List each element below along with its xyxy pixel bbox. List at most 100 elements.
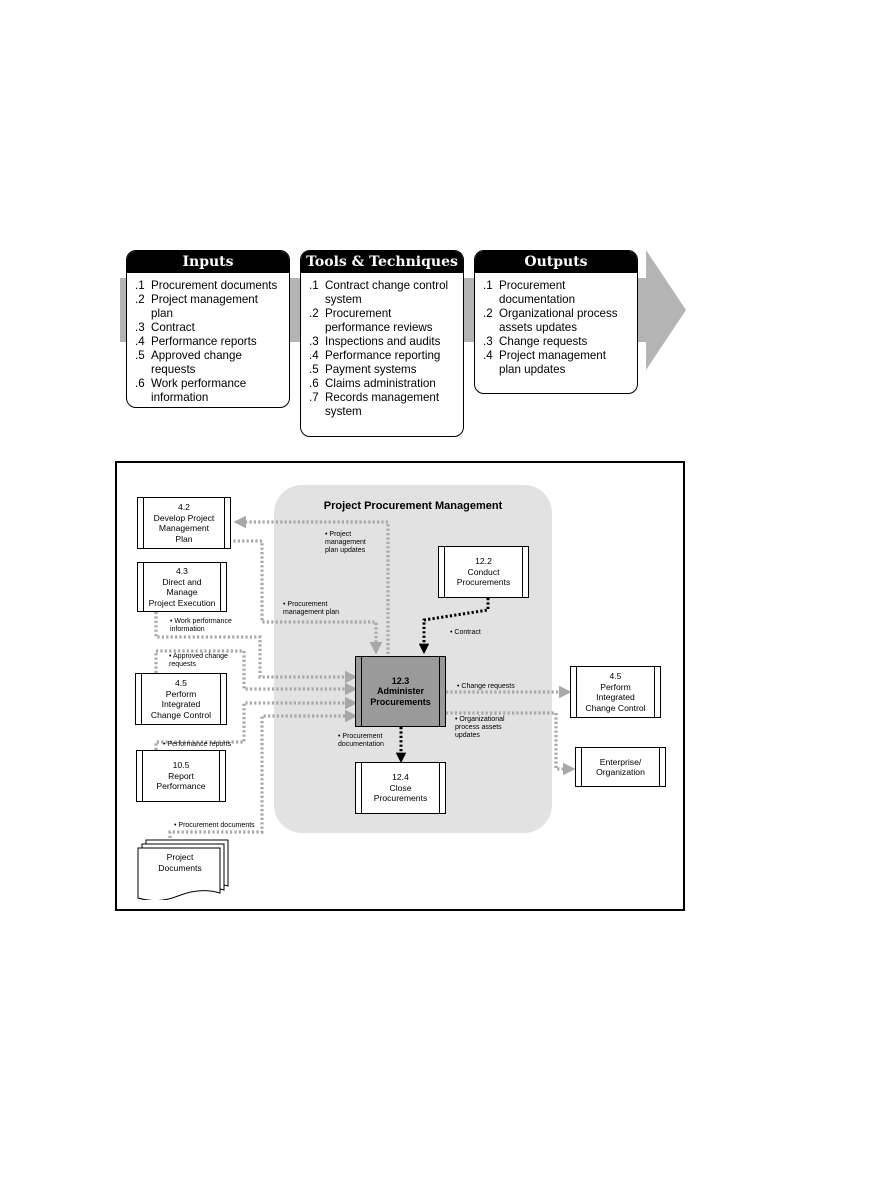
text-line: documentation	[338, 741, 384, 749]
input-item-text: Contract	[151, 321, 195, 334]
output-item-text: Change requests	[499, 335, 588, 348]
text-line: Perform	[165, 688, 197, 699]
flow-proc-mgmt-plan	[229, 539, 383, 655]
text-line: 4.5	[175, 678, 187, 688]
tool-item-text: Payment systems	[325, 363, 417, 376]
text-line: • Procurement documents	[174, 822, 255, 829]
output-item: .2 Organizational process assets updates	[483, 307, 631, 335]
text-line: • Change requests	[457, 683, 515, 690]
text-line: Manage	[166, 587, 198, 597]
input-item-number: .1	[135, 279, 145, 292]
input-item-text: Project management plan	[151, 293, 258, 320]
text-line: Integrated	[161, 699, 201, 709]
output-item-number: .1	[483, 279, 493, 292]
project-documents-icon	[137, 839, 229, 900]
text-line: information	[170, 626, 205, 634]
text-line: Conduct	[467, 566, 500, 577]
flow-proc-documents	[168, 709, 358, 838]
flow-perf-reports	[154, 696, 358, 750]
tool-item-text: Contract change control system	[325, 279, 449, 306]
text-line: 12.2	[475, 556, 492, 567]
tool-item-text: Records management system	[325, 391, 440, 418]
text-line: Enterprise/	[599, 756, 642, 767]
text-line: • Project	[325, 531, 352, 538]
input-item: .2 Project management plan	[135, 293, 283, 321]
text-line: plan updates	[325, 547, 366, 555]
text-line: Close	[389, 782, 412, 793]
input-item-text: Performance reports	[151, 335, 257, 348]
text-line: Plan	[175, 533, 193, 544]
label-change-requests: • Change requests	[457, 683, 515, 691]
input-item-number: .2	[135, 293, 145, 306]
text-line: Procurements	[456, 577, 511, 588]
input-item-number: .4	[135, 335, 145, 348]
text-line: Procurements	[373, 793, 428, 804]
tool-item-number: .4	[309, 349, 319, 362]
flow-work-perf-info	[154, 612, 358, 684]
text-line: • Approved change	[169, 653, 228, 660]
text-line: Change Control	[585, 702, 646, 713]
text-line: 10.5	[172, 760, 190, 771]
inputs-title: Inputs	[127, 251, 289, 273]
text-line: Organization	[596, 767, 645, 777]
text-line: Documents	[158, 862, 202, 873]
tools-techniques-title: Tools & Techniques	[301, 251, 463, 273]
text-line: Change Control	[150, 709, 212, 720]
outputs-title: Outputs	[475, 251, 637, 273]
tool-item: .6 Claims administration	[309, 377, 457, 391]
text-line: 4.5	[609, 671, 622, 681]
tool-item-number: .6	[309, 377, 319, 390]
flow-opa-updates	[446, 711, 576, 776]
text-line: management	[325, 539, 366, 547]
text-line: • Performance reports	[163, 741, 232, 748]
tool-item-text: Claims administration	[325, 377, 436, 390]
output-item-number: .2	[483, 307, 493, 320]
output-item-number: .3	[483, 335, 493, 348]
text-line: 12.3	[391, 675, 410, 686]
tool-item: .7 Records management system	[309, 391, 457, 419]
input-item-text: Approved change requests	[151, 349, 242, 376]
label-contract: • Contract	[450, 629, 481, 637]
text-line: • Organizational	[455, 716, 505, 723]
tool-item-number: .7	[309, 391, 319, 404]
text-line: 12.4	[392, 772, 409, 783]
text-line: Management	[158, 523, 210, 533]
output-item-text: Project management plan updates	[499, 349, 606, 376]
text-line: updates	[455, 732, 480, 740]
label-perf-reports: • Performance reports	[163, 741, 231, 749]
input-item-number: .5	[135, 349, 145, 362]
text-line: Project	[166, 852, 194, 862]
text-line: • Procurement	[338, 733, 383, 740]
output-item-text: Organizational process assets updates	[499, 307, 618, 334]
tool-item-text: Inspections and audits	[325, 335, 441, 348]
text-line: 4.2	[178, 502, 190, 512]
text-line: Procurements	[370, 696, 431, 707]
region-title: Project Procurement Management	[323, 500, 503, 512]
